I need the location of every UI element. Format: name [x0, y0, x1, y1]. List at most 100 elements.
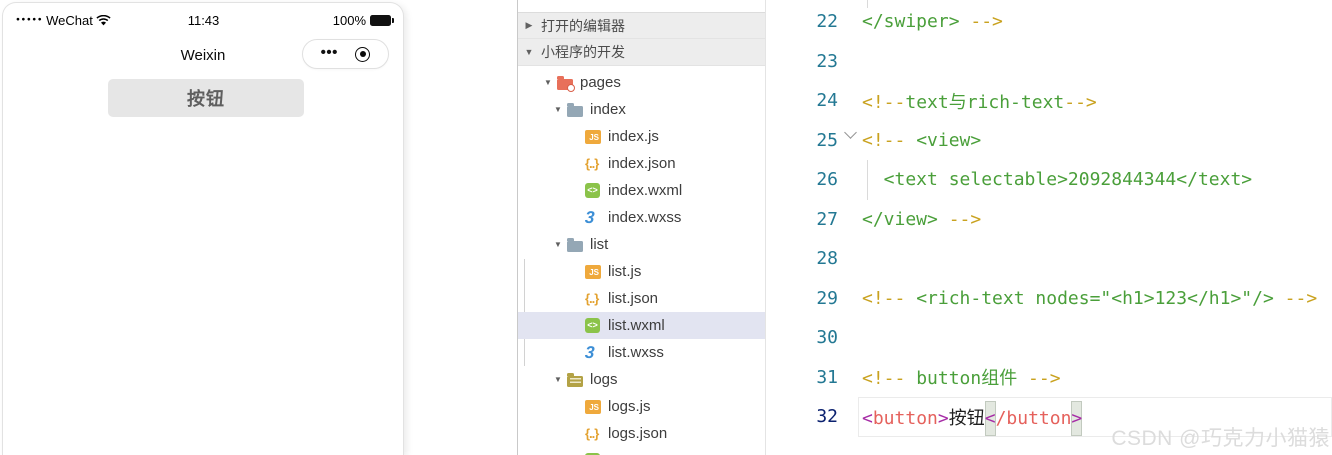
- code-token: <text selectable>2092844344</text>: [862, 169, 1253, 191]
- json-file-icon-wrap: {..}: [585, 292, 607, 305]
- folder-icon: [567, 102, 583, 117]
- code-text: <!-- <view>: [862, 130, 981, 151]
- tree-item-label: logs.js: [608, 398, 651, 415]
- phone-frame: 11:43 ●●●●● WeChat 100% Weixin ••• 按钮: [2, 2, 404, 455]
- exit-record-icon[interactable]: [355, 46, 371, 62]
- tree-item-logs.js[interactable]: JS logs.js: [518, 393, 765, 420]
- json-file-icon-wrap: {..}: [585, 157, 607, 170]
- wxml-file-icon: <>: [585, 453, 600, 455]
- logs-folder-icon-wrap: [567, 372, 589, 387]
- expand-arrow-icon[interactable]: [554, 105, 567, 114]
- code-line-23[interactable]: 23: [766, 42, 1332, 82]
- line-number: 22: [816, 11, 838, 33]
- wxml-file-icon: <>: [585, 318, 600, 333]
- tree-item-index.wxss[interactable]: 3 index.wxss: [518, 204, 765, 231]
- code-text: <button>按钮</button>: [862, 400, 1083, 436]
- signal-dots-icon: ●●●●●: [16, 15, 44, 23]
- fold-chevron-icon[interactable]: [844, 125, 857, 139]
- tree-item-label: list.wxss: [608, 344, 664, 361]
- json-file-icon: {..}: [585, 426, 599, 441]
- tree-item-list.wxml[interactable]: <> list.wxml: [518, 312, 765, 339]
- indent-guide: [867, 0, 868, 8]
- expand-arrow-icon[interactable]: [544, 78, 557, 87]
- json-file-icon-wrap: {..}: [585, 427, 607, 440]
- more-menu-button[interactable]: •••: [320, 43, 338, 61]
- tree-item-list[interactable]: list: [518, 231, 765, 258]
- line-number: 24: [816, 90, 838, 112]
- code-lines: 22 </swiper> --> 23 24 <!--text与rich-text-->…: [766, 2, 1332, 437]
- code-line-27[interactable]: 27</view> -->: [766, 200, 1332, 240]
- tree-items: pagesindexJSindex.js{..}index.json<>inde…: [518, 66, 765, 455]
- tree-item-label: index.wxss: [608, 209, 682, 226]
- code-line-29[interactable]: 29<!-- <rich-text nodes="<h1>123</h1>"/>…: [766, 279, 1332, 319]
- js-file-icon-wrap: JS: [585, 399, 607, 414]
- code-line-25[interactable]: 25<!-- <view>: [766, 121, 1332, 161]
- code-text: <!--text与rich-text-->: [862, 88, 1097, 114]
- wxml-file-icon: <>: [585, 183, 600, 198]
- code-line-28[interactable]: 28: [766, 239, 1332, 279]
- json-file-icon: {..}: [585, 156, 599, 171]
- carrier-label: WeChat: [46, 12, 93, 28]
- code-line-30[interactable]: 30: [766, 318, 1332, 358]
- tree-item-label: list.wxml: [608, 317, 665, 334]
- collapse-arrow-icon: [524, 20, 534, 31]
- section-project[interactable]: 小程序的开发: [518, 39, 765, 66]
- code-token: <!--: [862, 368, 917, 390]
- code-text: <!-- <rich-text nodes="<h1>123</h1>"/> -…: [862, 288, 1317, 309]
- expand-arrow-icon: [524, 47, 534, 57]
- code-token: /button: [995, 407, 1072, 429]
- code-token: button组件: [916, 368, 1018, 390]
- tree-item-index[interactable]: index: [518, 96, 765, 123]
- line-number: 31: [816, 366, 838, 388]
- code-token: <!--: [862, 91, 906, 113]
- code-line-32[interactable]: 32<button>按钮</button>: [766, 397, 1332, 437]
- simulator-panel: 11:43 ●●●●● WeChat 100% Weixin ••• 按钮: [0, 0, 410, 455]
- code-token: <rich-text nodes="<h1>123</h1>"/>: [916, 287, 1274, 309]
- expand-arrow-icon[interactable]: [554, 240, 567, 249]
- code-token: -->: [1273, 287, 1318, 309]
- wxml-file-icon-wrap: <>: [585, 183, 607, 198]
- code-token: <!--: [862, 129, 917, 151]
- tree-item-index.wxml[interactable]: <>index.wxml: [518, 177, 765, 204]
- js-file-icon: JS: [585, 264, 601, 279]
- js-file-icon: JS: [585, 399, 601, 414]
- tree-item-label: index: [590, 101, 626, 118]
- wxss-file-icon: 3: [584, 208, 596, 227]
- code-token: -->: [1017, 368, 1061, 390]
- code-editor[interactable]: 22 </swiper> --> 23 24 <!--text与rich-text-->…: [766, 0, 1332, 455]
- battery-percent: 100%: [332, 12, 366, 28]
- tree-item-logs[interactable]: logs: [518, 366, 765, 393]
- status-bar: 11:43 ●●●●● WeChat 100%: [16, 12, 394, 28]
- tree-item-index.json[interactable]: {..} index.json: [518, 150, 765, 177]
- tree-item-label: logs: [590, 371, 618, 388]
- json-file-icon: {..}: [585, 291, 599, 306]
- code-token: <: [984, 400, 996, 436]
- code-token: 按钮: [948, 407, 985, 429]
- status-left: ●●●●● WeChat: [16, 13, 111, 28]
- tree-item-logs.json[interactable]: {..}logs.json: [518, 420, 765, 447]
- code-token: >: [937, 407, 949, 429]
- wxml-file-icon-wrap: <>: [585, 453, 607, 455]
- js-file-icon-wrap: JS: [585, 264, 607, 279]
- code-line-22[interactable]: 22 </swiper> -->: [766, 2, 1332, 42]
- section-label: 打开的编辑器: [541, 17, 625, 34]
- section-open-editors[interactable]: 打开的编辑器: [518, 12, 765, 39]
- tree-item-partial[interactable]: <>: [518, 447, 765, 455]
- code-text: </view> -->: [862, 209, 981, 230]
- tree-item-list.json[interactable]: {..}list.json: [518, 285, 765, 312]
- tree-item-pages[interactable]: pages: [518, 69, 765, 96]
- expand-arrow-icon[interactable]: [554, 375, 567, 384]
- code-line-24[interactable]: 24 <!--text与rich-text-->: [766, 81, 1332, 121]
- wxss-file-icon-wrap: 3: [584, 343, 607, 362]
- tree-item-label: index.json: [608, 155, 676, 172]
- watermark: CSDN @巧克力小猫猿: [1111, 427, 1330, 450]
- rendered-button[interactable]: 按钮: [108, 79, 304, 117]
- code-line-31[interactable]: 31 <!-- button组件 -->: [766, 358, 1332, 398]
- code-text: </swiper> -->: [862, 11, 1003, 32]
- code-line-26[interactable]: 26 <text selectable>2092844344</text>: [766, 160, 1332, 200]
- status-right: 100%: [332, 12, 394, 28]
